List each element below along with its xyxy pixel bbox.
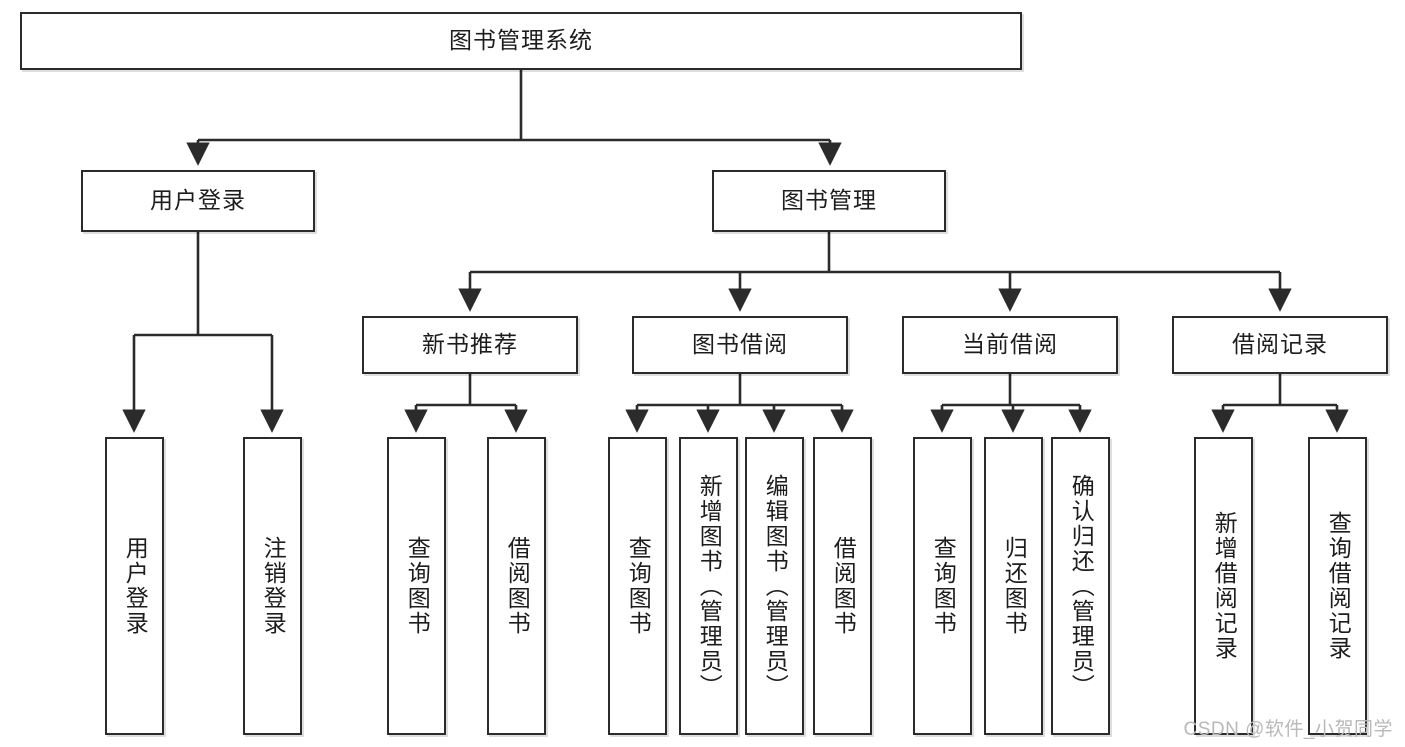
node-leaf-query-book-rec[interactable]: 查询图书 bbox=[387, 437, 446, 735]
node-leaf-query-book-current[interactable]: 查询图书 bbox=[913, 437, 972, 735]
leaf-label: 查询图书 bbox=[404, 536, 431, 636]
node-leaf-query-borrow-record[interactable]: 查询借阅记录 bbox=[1308, 437, 1367, 735]
node-root[interactable]: 图书管理系统 bbox=[20, 12, 1022, 70]
node-leaf-return-book[interactable]: 归还图书 bbox=[984, 437, 1043, 735]
node-current-borrow[interactable]: 当前借阅 bbox=[902, 316, 1118, 374]
node-leaf-edit-book-admin[interactable]: 编辑图书（管理员） bbox=[745, 437, 804, 735]
leaf-label: 新增借阅记录 bbox=[1211, 511, 1238, 661]
node-leaf-user-logout[interactable]: 注销登录 bbox=[243, 437, 302, 735]
node-book-borrow[interactable]: 图书借阅 bbox=[632, 316, 848, 374]
node-leaf-add-book-admin[interactable]: 新增图书（管理员） bbox=[679, 437, 738, 735]
node-user-login[interactable]: 用户登录 bbox=[81, 170, 315, 232]
leaf-label: 归还图书 bbox=[1001, 536, 1028, 636]
node-leaf-query-book-borrow[interactable]: 查询图书 bbox=[608, 437, 667, 735]
node-leaf-user-login[interactable]: 用户登录 bbox=[105, 437, 164, 735]
node-book-manage[interactable]: 图书管理 bbox=[712, 170, 946, 232]
node-leaf-confirm-return-admin[interactable]: 确认归还（管理员） bbox=[1051, 437, 1110, 735]
leaf-label: 查询图书 bbox=[930, 536, 957, 636]
node-leaf-add-borrow-record[interactable]: 新增借阅记录 bbox=[1194, 437, 1253, 735]
leaf-label: 用户登录 bbox=[122, 536, 149, 636]
node-leaf-borrow-book[interactable]: 借阅图书 bbox=[813, 437, 872, 735]
leaf-label: 确认归还（管理员） bbox=[1068, 473, 1095, 699]
leaf-label: 借阅图书 bbox=[504, 536, 531, 636]
leaf-label: 查询图书 bbox=[625, 536, 652, 636]
node-new-book-recommend[interactable]: 新书推荐 bbox=[362, 316, 578, 374]
node-leaf-borrow-book-rec[interactable]: 借阅图书 bbox=[487, 437, 546, 735]
leaf-label: 借阅图书 bbox=[830, 536, 857, 636]
node-borrow-record[interactable]: 借阅记录 bbox=[1172, 316, 1388, 374]
leaf-label: 查询借阅记录 bbox=[1325, 511, 1352, 661]
leaf-label: 新增图书（管理员） bbox=[696, 473, 723, 699]
leaf-label: 编辑图书（管理员） bbox=[762, 473, 789, 699]
leaf-label: 注销登录 bbox=[260, 536, 287, 636]
